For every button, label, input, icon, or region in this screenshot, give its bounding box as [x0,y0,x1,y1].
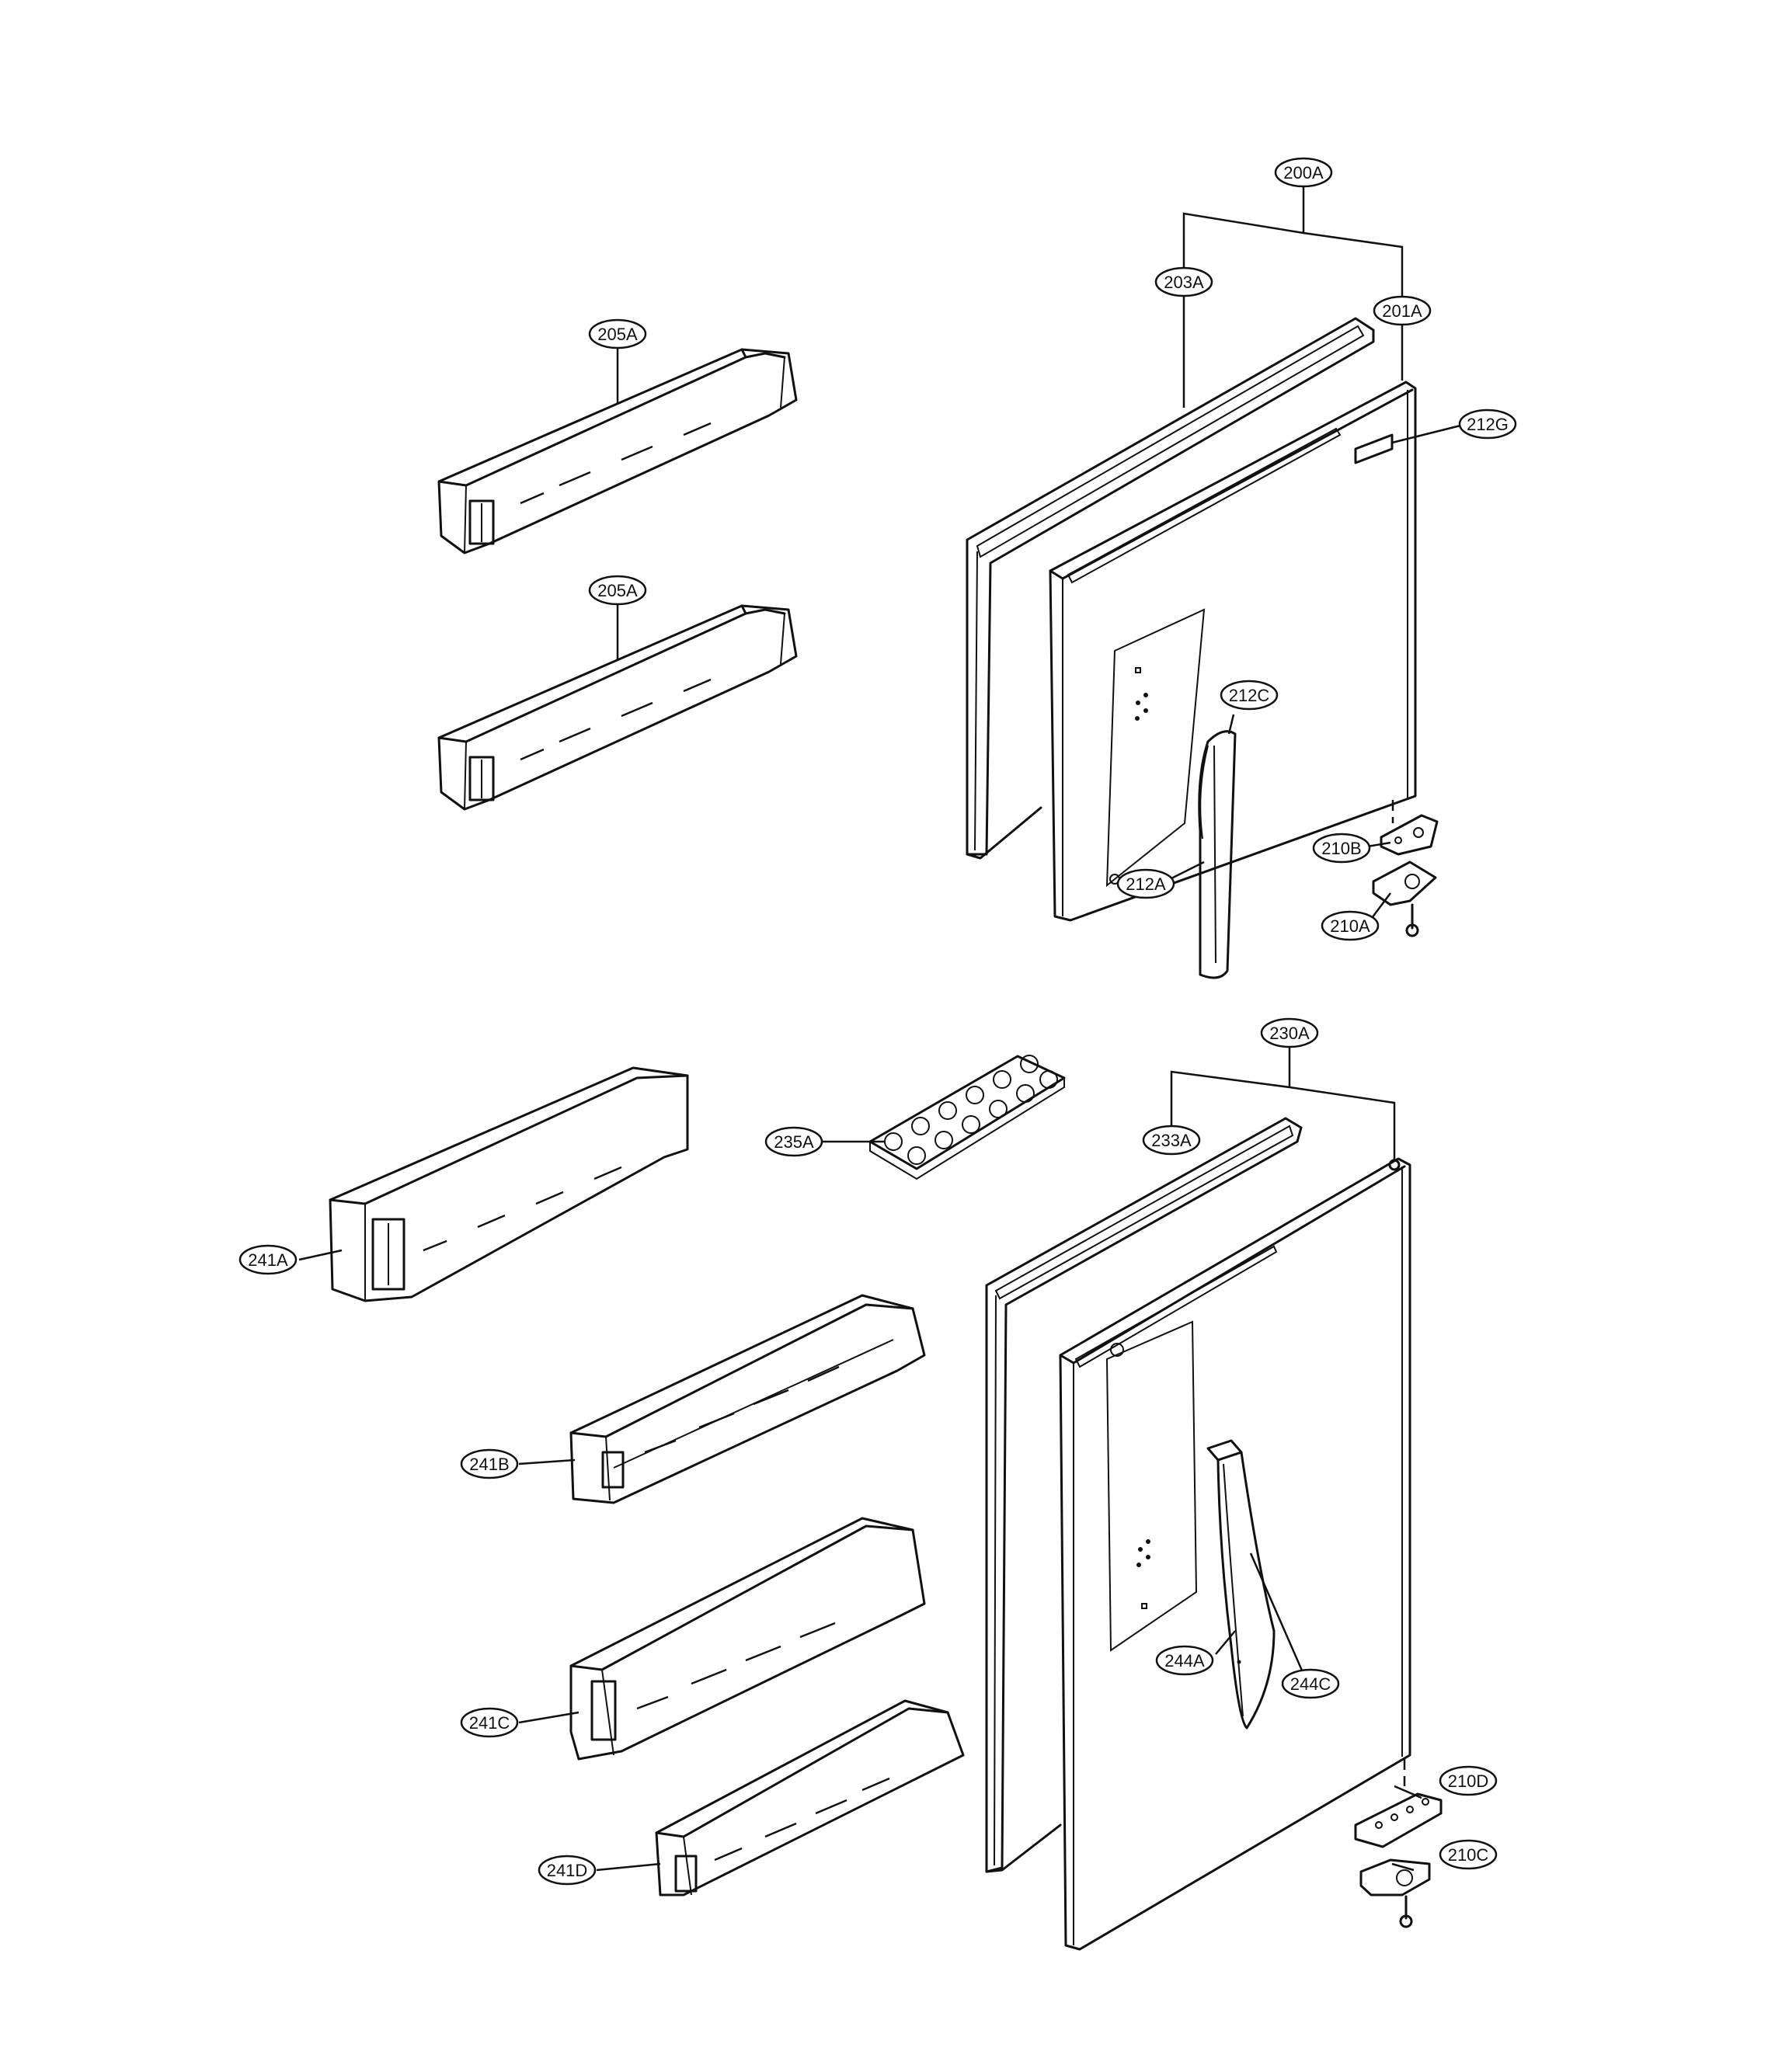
label-210d: 210D [1448,1771,1489,1791]
lower-hinge-210c [1359,1858,1431,1928]
door-bin-241d [655,1699,965,1896]
bracket-230a [1170,1045,1396,1161]
label-212a: 212A [1126,874,1166,894]
callout-244c: 244C [1281,1668,1340,1699]
callout-203a: 203A [1154,266,1213,297]
label-241b: 241B [469,1455,509,1474]
label-233a: 233A [1151,1131,1192,1150]
label-241c: 241C [469,1713,510,1733]
label-205a-top: 205A [597,325,638,344]
lower-hinge-210d [1354,1759,1443,1848]
lower-door [1059,1157,1411,1951]
label-210c: 210C [1448,1845,1489,1865]
callout-201a: 201A [1373,295,1432,326]
callout-205a-bottom: 205A [588,575,647,606]
callout-210a: 210A [1321,910,1380,941]
callout-241a: 241A [238,1244,298,1275]
callout-241c: 241C [460,1707,519,1738]
label-244c: 244C [1290,1674,1331,1694]
label-244a: 244A [1164,1651,1205,1670]
callout-212c: 212C [1220,680,1279,711]
callout-210c: 210C [1439,1839,1498,1870]
door-bin-241a [329,1066,689,1302]
label-241a: 241A [248,1250,288,1270]
upper-hinge-210a [1372,860,1437,937]
label-230a: 230A [1269,1024,1310,1043]
callout-241d: 241D [538,1855,597,1886]
label-200a: 200A [1283,163,1324,183]
callout-241b: 241B [460,1448,519,1479]
door-bin-241b [569,1294,926,1504]
bracket-200a [1182,186,1404,408]
callout-210d: 210D [1439,1765,1498,1796]
callout-205a-top: 205A [588,318,647,349]
label-plate-212g [1354,433,1394,464]
door-gasket-203a [966,317,1375,860]
label-212c: 212C [1229,686,1270,705]
callout-235a: 235A [764,1126,823,1157]
label-235a: 235A [774,1132,814,1152]
callout-244a: 244A [1155,1645,1214,1676]
label-201a: 201A [1382,301,1422,321]
callout-210b: 210B [1312,833,1371,864]
door-bin-241c [569,1517,926,1761]
upper-hinge-210b [1380,800,1439,856]
leader-lines [298,325,1461,1872]
upper-handle-212c [1198,730,1237,979]
callout-233a: 233A [1142,1125,1201,1156]
egg-tray-235a [868,1055,1066,1180]
label-205a-bottom: 205A [597,581,638,600]
callout-230a: 230A [1260,1017,1319,1048]
door-bin-205a-bottom [437,604,798,811]
label-212g: 212G [1467,415,1509,434]
lower-handle-244 [1206,1439,1276,1730]
upper-door-201a [1049,381,1417,922]
door-bin-205a-top [437,348,798,555]
label-203a: 203A [1164,273,1204,292]
label-210b: 210B [1321,839,1361,858]
door-gasket-233a [985,1117,1303,1873]
callout-212a: 212A [1116,868,1175,899]
label-210a: 210A [1330,916,1370,936]
callout-212g: 212G [1458,408,1517,440]
callout-200a: 200A [1274,157,1333,188]
label-241d: 241D [547,1861,588,1880]
